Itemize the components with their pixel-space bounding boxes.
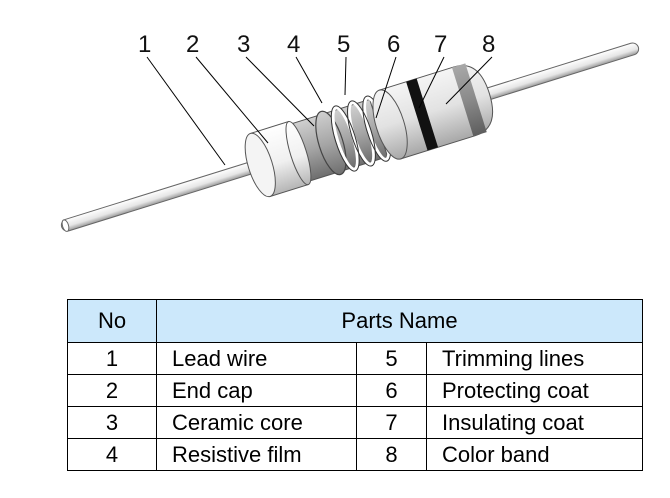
callout-6: 6 bbox=[387, 31, 400, 58]
part-name: Ceramic core bbox=[156, 406, 357, 439]
resistor-body bbox=[60, 42, 640, 232]
parts-table: No Parts Name 1 Lead wire 5 Trimming lin… bbox=[67, 299, 644, 471]
part-number: 2 bbox=[67, 374, 157, 407]
callout-8: 8 bbox=[482, 31, 495, 58]
callout-7: 7 bbox=[434, 31, 447, 58]
table-row: 1 Lead wire 5 Trimming lines bbox=[67, 342, 644, 375]
part-name: Resistive film bbox=[156, 438, 357, 471]
part-number: 1 bbox=[67, 342, 157, 375]
part-name: Protecting coat bbox=[425, 374, 644, 407]
callout-labels: 1 2 3 4 5 6 7 8 bbox=[138, 31, 495, 58]
header-no: No bbox=[67, 299, 157, 343]
callout-4: 4 bbox=[287, 31, 300, 58]
resistive-film bbox=[315, 110, 347, 176]
black-band bbox=[406, 78, 439, 151]
end-cap bbox=[244, 120, 312, 198]
callout-2: 2 bbox=[186, 31, 199, 58]
table-header-row: No Parts Name bbox=[67, 299, 644, 343]
callout-5: 5 bbox=[337, 31, 350, 58]
part-name: Color band bbox=[425, 438, 644, 471]
part-number: 3 bbox=[67, 406, 157, 439]
part-name: Trimming lines bbox=[425, 342, 644, 375]
color-band bbox=[451, 63, 487, 137]
part-number: 7 bbox=[356, 406, 427, 439]
header-parts-name: Parts Name bbox=[155, 299, 644, 343]
callout-3: 3 bbox=[237, 31, 250, 58]
resistor-diagram: 1 2 3 4 5 6 7 8 bbox=[60, 31, 640, 232]
table-row: 4 Resistive film 8 Color band bbox=[67, 438, 644, 471]
part-name: End cap bbox=[156, 374, 357, 407]
callout-1: 1 bbox=[138, 31, 151, 58]
part-number: 5 bbox=[356, 342, 427, 375]
part-number: 6 bbox=[356, 374, 427, 407]
part-name: Insulating coat bbox=[425, 406, 644, 439]
part-number: 8 bbox=[356, 438, 427, 471]
leader-lines bbox=[146, 56, 493, 166]
part-number: 4 bbox=[67, 438, 157, 471]
table-row: 2 End cap 6 Protecting coat bbox=[67, 374, 644, 407]
table-row: 3 Ceramic core 7 Insulating coat bbox=[67, 406, 644, 439]
part-name: Lead wire bbox=[156, 342, 357, 375]
